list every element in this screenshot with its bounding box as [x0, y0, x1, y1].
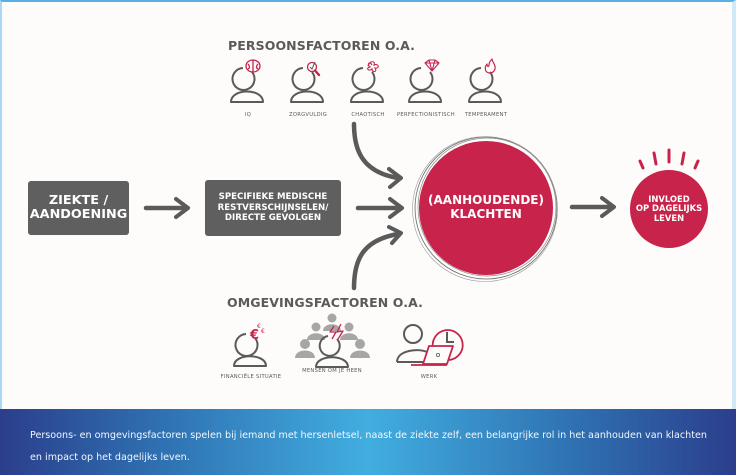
footer-caption-banner: Persoons- en omgevingsfactoren spelen bi…: [0, 409, 736, 475]
factor-mensen-om-je-heen: MENSEN OM JE HEEN: [288, 312, 376, 374]
arrow-omgevingsfactoren-to-center: [351, 225, 403, 291]
factor-perfectionistisch: PERFECTIONISTISCH: [386, 58, 466, 118]
arrow-step1-to-step2: [143, 197, 190, 219]
factor-label: MENSEN OM JE HEEN: [302, 368, 362, 374]
arrow-persoonsfactoren-to-center: [351, 121, 403, 189]
pulse-rays-icon: [638, 148, 700, 170]
factor-label: WERK: [420, 374, 438, 380]
step-ziekte-aandoening: ZIEKTE / AANDOENING: [28, 181, 129, 235]
svg-text:€: €: [249, 328, 259, 343]
factor-zorgvuldig: ZORGVULDIG: [268, 58, 348, 118]
factor-financiele-situatie: € € € FINANCIËLE SITUATIE: [211, 320, 291, 380]
factor-chaotisch: CHAOTISCH: [328, 58, 408, 118]
scribble-icon: [350, 61, 384, 103]
footer-caption-text: Persoons- en omgevingsfactoren spelen bi…: [30, 430, 707, 463]
factor-temperament: TEMPERAMENT: [446, 58, 526, 118]
outcome-circle-label: INVLOED OP DAGELIJKS LEVEN: [635, 193, 703, 223]
people-lightning-icon: [295, 313, 370, 368]
diamond-icon: [408, 59, 442, 103]
factor-label: PERFECTIONISTISCH: [397, 112, 455, 118]
factor-label: CHAOTISCH: [351, 112, 385, 118]
magnifier-check-icon: [290, 61, 324, 103]
flame-icon: [468, 58, 502, 103]
center-circle-label: (AANHOUDENDE) KLACHTEN: [428, 193, 544, 221]
factor-iq: IQ: [208, 58, 288, 118]
persoonsfactoren-heading: PERSOONSFACTOREN O.A.: [228, 38, 415, 53]
factor-werk: WERK: [384, 320, 474, 380]
omgevingsfactoren-heading: OMGEVINGSFACTOREN O.A.: [227, 295, 423, 310]
svg-text:€: €: [261, 328, 265, 335]
brain-icon: [230, 59, 264, 103]
factor-label: FINANCIËLE SITUATIE: [220, 374, 282, 380]
step-specifieke-medische: SPECIFIEKE MEDISCHE RESTVERSCHIJNSELEN/ …: [205, 180, 341, 236]
laptop-clock-icon: [396, 324, 464, 366]
arrow-center-to-outcome: [569, 196, 616, 218]
center-circle-klachten: (AANHOUDENDE) KLACHTEN: [419, 141, 553, 275]
factor-label: IQ: [244, 112, 252, 118]
euro-icon: € € €: [233, 323, 267, 367]
connector-layer: [143, 121, 700, 291]
factor-label: ZORGVULDIG: [288, 112, 328, 118]
factor-label: TEMPERAMENT: [464, 112, 508, 118]
step-ziekte-label: ZIEKTE / AANDOENING: [29, 192, 128, 222]
step-specifieke-label: SPECIFIEKE MEDISCHE RESTVERSCHIJNSELEN/ …: [217, 191, 329, 224]
svg-text:€: €: [257, 323, 261, 330]
arrow-step2-to-center: [355, 197, 404, 219]
outcome-circle-dagelijks-leven: INVLOED OP DAGELIJKS LEVEN: [630, 170, 708, 248]
center-circle-rings: [412, 136, 558, 282]
